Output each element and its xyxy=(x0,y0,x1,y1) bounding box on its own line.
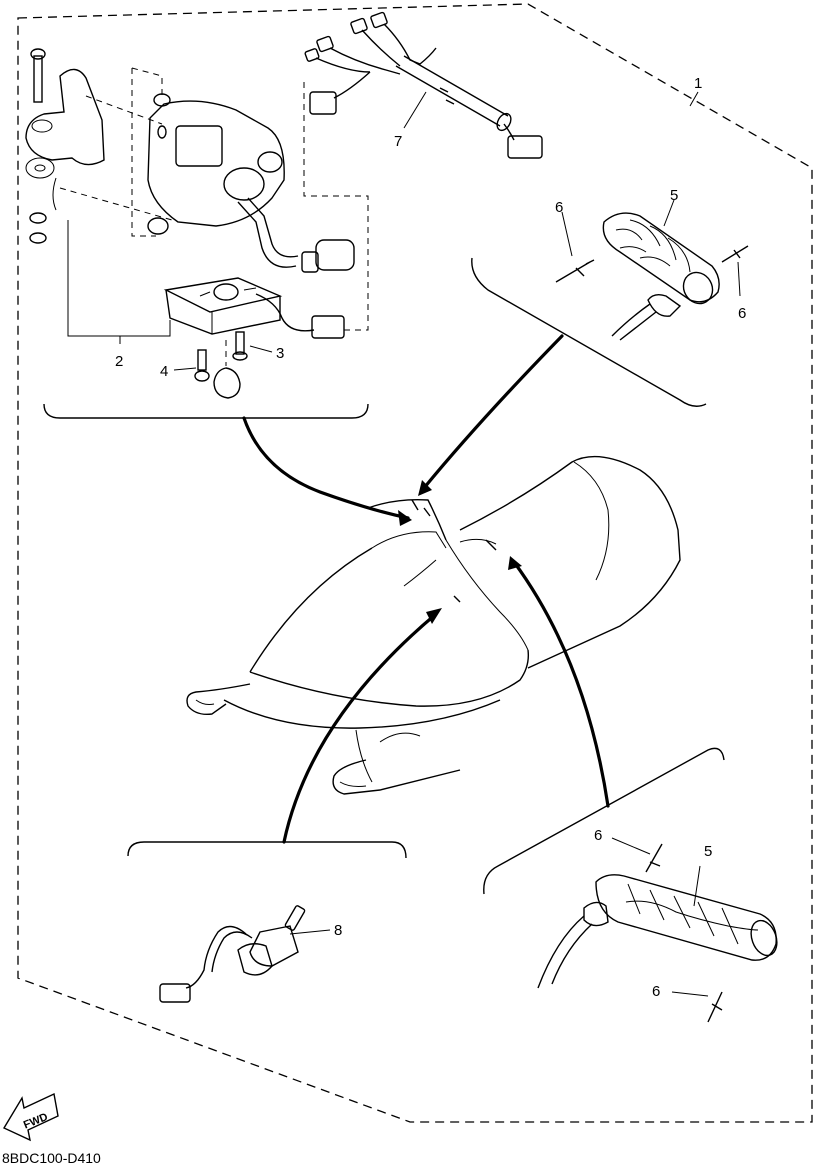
arrowhead xyxy=(508,556,522,570)
callout-6-top-right: 6 xyxy=(738,305,746,322)
callout-6-bottom-lower: 6 xyxy=(652,983,660,1000)
bracket-bottom-left xyxy=(127,841,407,859)
callout-3: 3 xyxy=(276,345,284,362)
leader-arrow-top-right xyxy=(422,334,564,490)
heated-grip-right xyxy=(555,199,749,341)
figure-code: 8BDC100-D410 xyxy=(2,1150,101,1166)
heated-grip-left xyxy=(537,837,778,1023)
callout-1: 1 xyxy=(694,75,702,92)
callout-5-top: 5 xyxy=(670,187,678,204)
fwd-arrow-icon: FWD xyxy=(2,1092,59,1142)
leader-arrow-top-left xyxy=(242,416,410,520)
leader-arrow-bottom-left xyxy=(282,612,438,844)
bracket-bottom-right xyxy=(483,747,725,895)
callout-5-bottom: 5 xyxy=(704,843,712,860)
leader-arrow-bottom-right xyxy=(512,560,610,808)
heater-switch xyxy=(159,905,331,1003)
callout-6-bottom-top: 6 xyxy=(594,827,602,844)
wire-harness xyxy=(304,11,543,159)
kit-boundary xyxy=(17,3,813,1123)
callout-7: 7 xyxy=(394,133,402,150)
fwd-label: FWD xyxy=(22,1111,50,1132)
arrowhead xyxy=(418,480,432,496)
leader-1 xyxy=(689,91,699,107)
heater-unit-assembly xyxy=(25,48,369,399)
snowmobile xyxy=(186,455,681,795)
callout-2: 2 xyxy=(115,353,123,370)
callout-4: 4 xyxy=(160,363,168,380)
callout-8: 8 xyxy=(334,922,342,939)
bracket-top-right xyxy=(471,257,707,407)
arrowhead xyxy=(426,608,442,624)
bracket-top-left xyxy=(43,403,369,419)
callout-6-top-left: 6 xyxy=(555,199,563,216)
arrowhead xyxy=(398,510,412,526)
